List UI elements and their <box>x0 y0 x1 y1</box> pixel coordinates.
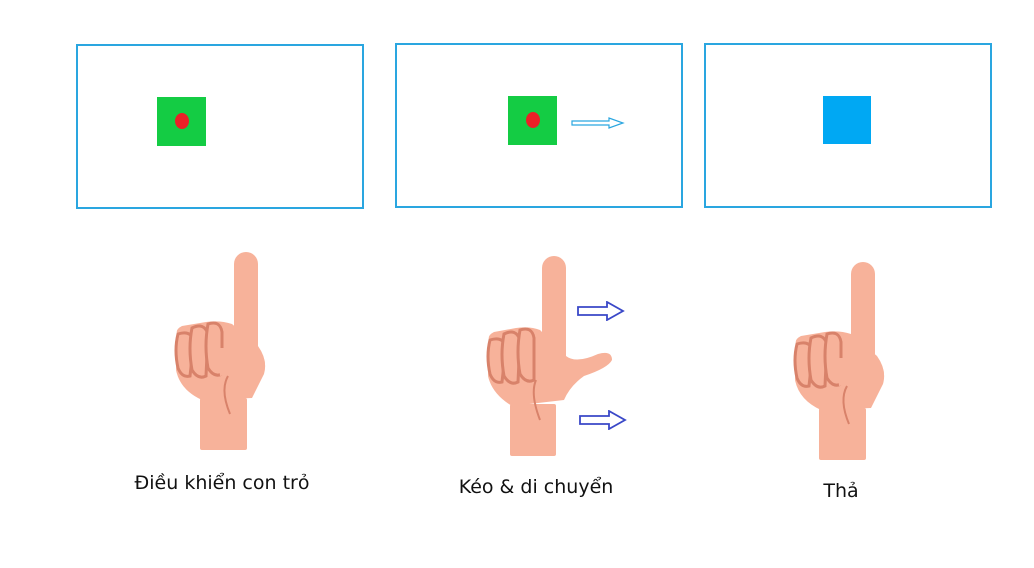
drag-direction-arrow-icon <box>571 117 625 129</box>
motion-arrow-icon <box>579 410 627 430</box>
cursor-dot <box>526 112 540 128</box>
step-3-caption: Thả <box>823 480 859 502</box>
hand-pointing-up-icon <box>174 252 266 450</box>
motion-arrow-icon <box>577 301 625 321</box>
draggable-object <box>157 97 206 146</box>
released-object <box>823 96 871 144</box>
hand-pointing-up-thumb-extended-icon <box>486 256 612 456</box>
step-2-panel <box>395 43 683 208</box>
draggable-object <box>508 96 557 145</box>
step-1-panel <box>76 44 364 209</box>
drag-direction-arrow-shape <box>571 117 625 129</box>
cursor-dot <box>175 113 189 129</box>
step-2-caption: Kéo & di chuyển <box>458 476 614 498</box>
step-1-caption: Điều khiển con trỏ <box>134 472 310 494</box>
hand-pointing-up-icon <box>793 262 885 460</box>
step-3-panel <box>704 43 992 208</box>
